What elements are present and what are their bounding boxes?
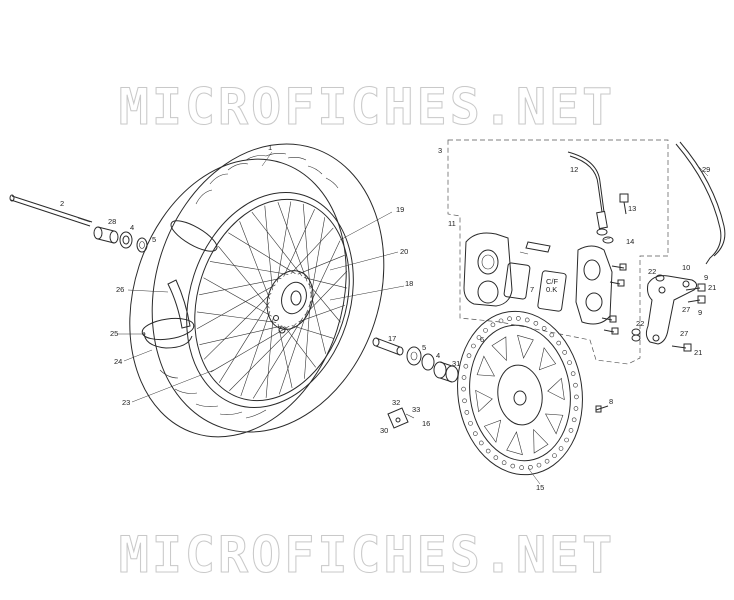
caliper-body: [463, 232, 513, 307]
callout-5-right: 5: [422, 343, 426, 352]
callout-10: 10: [682, 263, 690, 272]
callout-31: 31: [452, 359, 460, 368]
callout-4-left: 4: [130, 223, 134, 232]
seal-5-right: [406, 346, 422, 366]
watermark-top: MICROFICHES.NET: [118, 78, 616, 137]
callout-28: 28: [108, 217, 116, 226]
callout-14: 14: [626, 237, 634, 246]
spacer-28: [93, 226, 119, 244]
caliper-assembly-box: [447, 139, 669, 365]
svg-text:0.K: 0.K: [546, 285, 557, 294]
bracket-bolts: [631, 274, 706, 352]
banjo-bolt: [619, 193, 629, 215]
spacer-17: [372, 337, 404, 356]
callout-4-right: 4: [436, 351, 440, 360]
callout-33: 33: [412, 405, 420, 414]
callout-2: 2: [60, 199, 64, 208]
leader-lines: [118, 151, 709, 485]
speedo-bracket: [387, 407, 415, 429]
callout-7: 7: [530, 285, 534, 294]
callout-30: 30: [380, 426, 388, 435]
callout-17: 17: [388, 334, 396, 343]
callout-9-bottom: 9: [698, 308, 702, 317]
speedo-cable: [675, 141, 726, 265]
pad-spring: [519, 241, 551, 255]
callout-9-top: 9: [704, 273, 708, 282]
callout-20: 20: [400, 247, 408, 256]
brake-disc: [457, 310, 583, 476]
tyre: [129, 143, 385, 438]
callout-1: 1: [268, 143, 272, 152]
callout-11: 11: [448, 219, 456, 228]
wheel-rim: [186, 192, 354, 408]
callout-12: 12: [570, 165, 578, 174]
callout-32: 32: [392, 398, 400, 407]
rim-band: [167, 279, 191, 329]
callout-26: 26: [116, 285, 124, 294]
callout-8: 8: [609, 397, 613, 406]
front-axle: [9, 194, 93, 227]
caliper-mount-bracket: [645, 275, 698, 345]
wheel-hub: [266, 270, 314, 334]
brake-hose: [567, 151, 608, 230]
callout-19: 19: [396, 205, 404, 214]
callout-29: 29: [702, 165, 710, 174]
caliper-bolts: [601, 263, 627, 335]
callout-3: 3: [438, 146, 442, 155]
callout-21-top: 21: [708, 283, 716, 292]
inner-tube: [141, 220, 218, 349]
brake-pads: C/F 0.K: [503, 262, 567, 312]
callout-labels: 1 2 3 4 4 5 5 6 7 8 9 9 10 11 12 13 14 1…: [60, 143, 716, 492]
callout-16: 16: [422, 419, 430, 428]
callout-5-left: 5: [152, 235, 156, 244]
watermark-bottom: MICROFICHES.NET: [118, 526, 616, 585]
svg-text:C/F: C/F: [546, 277, 559, 286]
callout-27-top: 27: [682, 305, 690, 314]
callout-6: 6: [480, 335, 484, 344]
callout-21-bottom: 21: [694, 348, 702, 357]
callout-18: 18: [405, 279, 413, 288]
caliper-half: [575, 245, 613, 325]
callout-25: 25: [110, 329, 118, 338]
callout-23: 23: [122, 398, 130, 407]
spokes: [196, 201, 348, 399]
callout-22-top: 22: [648, 267, 656, 276]
callout-15: 15: [536, 483, 544, 492]
callout-24: 24: [114, 357, 122, 366]
bearing-4-right: [421, 353, 435, 371]
callout-22-bottom: 22: [636, 319, 644, 328]
callout-13: 13: [628, 204, 636, 213]
callout-27-bottom: 27: [680, 329, 688, 338]
spacer-31: [433, 361, 459, 383]
bearing-4-left: [119, 231, 133, 249]
disc-bolt-8: [595, 405, 609, 413]
sealing-washers: [596, 228, 614, 244]
